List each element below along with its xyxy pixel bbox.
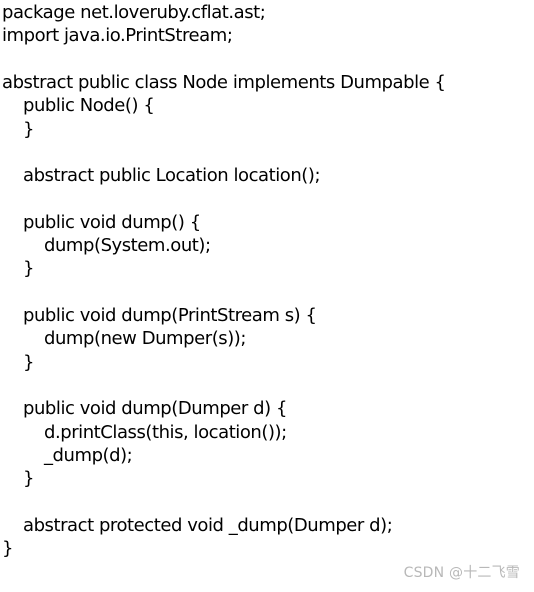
- code-line: abstract protected void _dump(Dumper d);: [23, 515, 393, 536]
- code-line: }: [2, 538, 14, 559]
- csdn-watermark: CSDN @十二飞雪: [403, 565, 520, 581]
- code-line: }: [23, 352, 35, 373]
- code-line: dump(new Dumper(s));: [44, 328, 246, 349]
- code-line: dump(System.out);: [44, 235, 211, 256]
- code-line: public void dump(PrintStream s) {: [23, 305, 317, 326]
- code-line: public Node() {: [23, 95, 155, 116]
- code-line: }: [23, 258, 35, 279]
- code-line: _dump(d);: [44, 445, 133, 466]
- code-line: public void dump() {: [23, 212, 201, 233]
- code-line: abstract public class Node implements Du…: [2, 72, 446, 93]
- code-line: }: [23, 119, 35, 140]
- code-line: d.printClass(this, location());: [44, 422, 287, 443]
- code-line: abstract public Location location();: [23, 165, 321, 186]
- code-line: }: [23, 468, 35, 489]
- code-line: public void dump(Dumper d) {: [23, 398, 287, 419]
- code-line: package net.loveruby.cflat.ast;: [2, 2, 266, 23]
- code-line: import java.io.PrintStream;: [2, 25, 233, 46]
